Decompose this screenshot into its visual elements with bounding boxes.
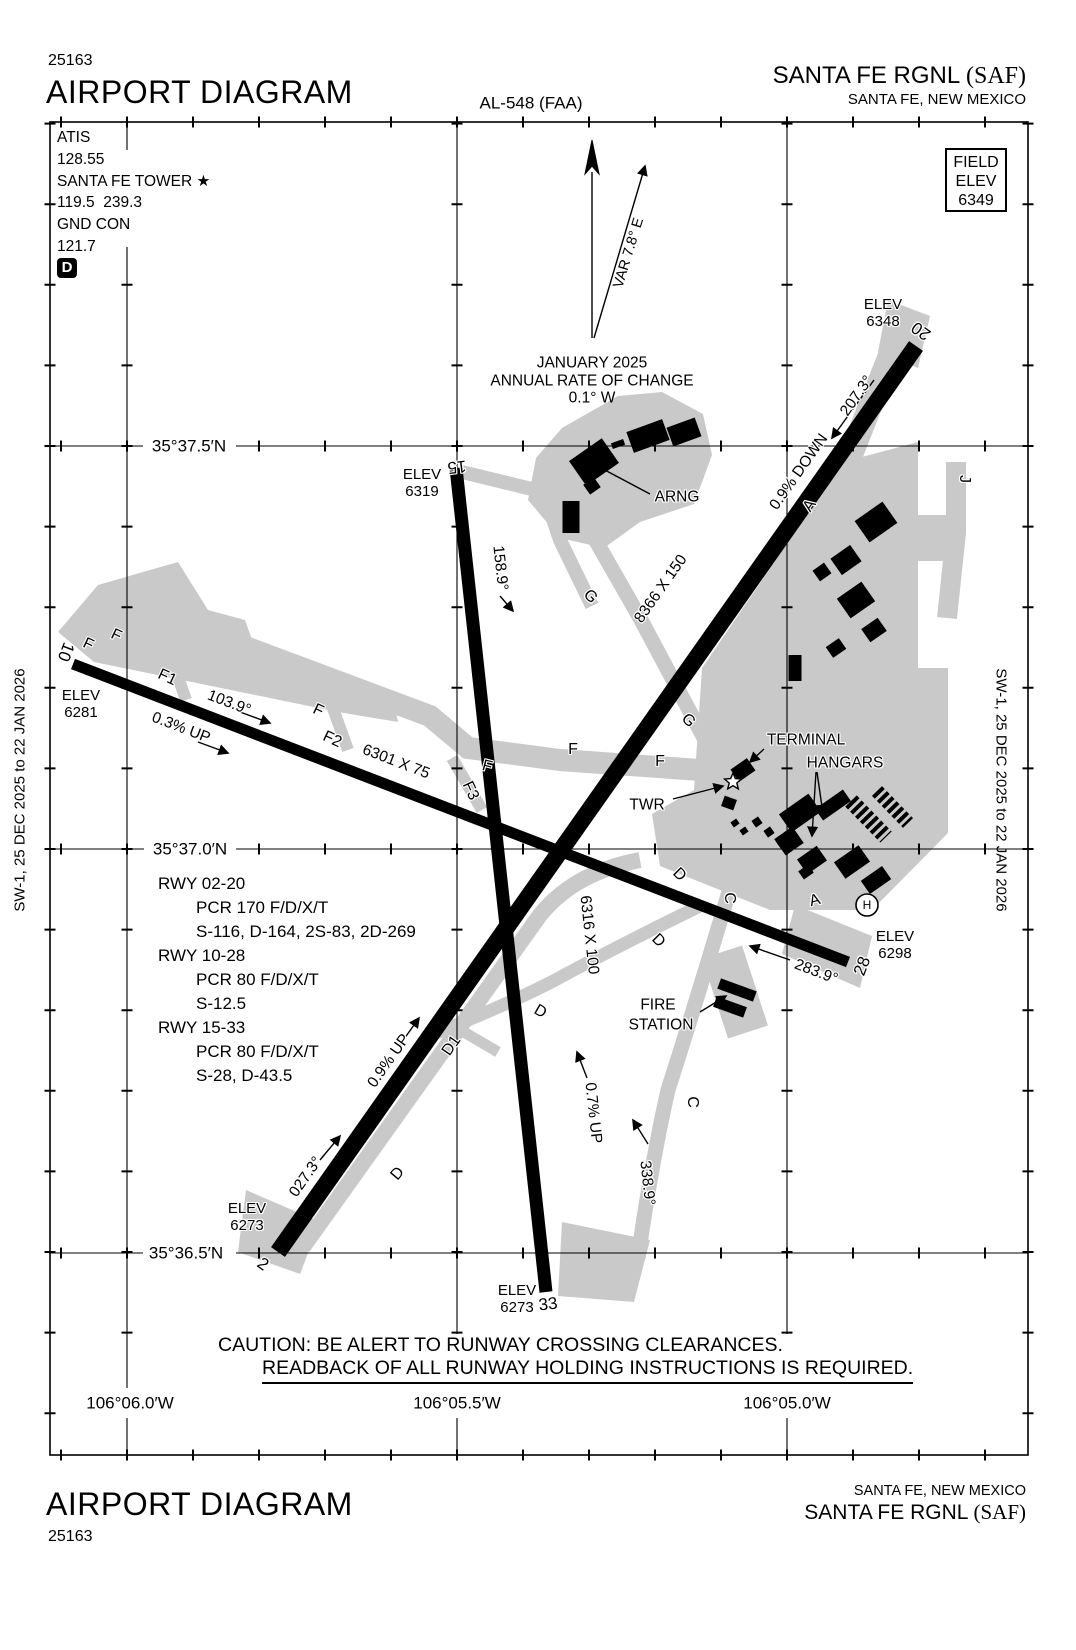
airport-id: (SAF) [965, 63, 1026, 89]
airport-name: SANTA FE RGNL [772, 62, 966, 89]
rwy-1533-codes: S-28, D-43.5 [196, 1066, 293, 1085]
field-elev-box: FIELD ELEV 6349 [945, 148, 1007, 212]
longitude-label: 106°05.0′W [738, 1393, 836, 1413]
elev-value: 6348 [866, 313, 900, 330]
ground-label: GND CON [57, 216, 131, 234]
helipad-label: H [862, 898, 872, 912]
rwy-1028-pcr: PCR 80 F/D/X/T [196, 970, 319, 989]
latitude-label: 35°36.5′N [143, 1243, 229, 1263]
elev-value: 6273 [230, 1217, 264, 1234]
elev-label: ELEV [863, 296, 903, 313]
footer-title: AIRPORT DIAGRAM [46, 1486, 353, 1522]
annotation-arrows [197, 379, 875, 1161]
field-elev-value: 6349 [958, 192, 994, 209]
mag-note-line3: 0.1° W [568, 389, 616, 407]
rwy-0220-codes: S-116, D-164, 2S-83, 2D-269 [196, 922, 416, 941]
longitude-label: 106°06.0′W [81, 1393, 179, 1413]
rwy-1028-title: RWY 10-28 [158, 946, 246, 965]
clearance-delivery-icon: D [57, 258, 77, 278]
footer-city: SANTA FE, NEW MEXICO [853, 1483, 1026, 1499]
taxiway-label-c: C [721, 892, 738, 904]
comm-box: ATIS 128.55 SANTA FE TOWER ★ 119.5 239.3… [57, 127, 210, 258]
runway-number-33: 33 [537, 1293, 559, 1315]
procedure-number: AL-548 (FAA) [479, 93, 583, 113]
runways [71, 341, 923, 1293]
latitude-label: 35°37.0′N [147, 839, 233, 859]
elev-label: ELEV [227, 1200, 267, 1217]
footer-airport-id: (SAF) [973, 1500, 1026, 1524]
elev-value: 6319 [405, 483, 439, 500]
airport-city: SANTA FE, NEW MEXICO [847, 91, 1026, 108]
rwy-1533-title: RWY 15-33 [158, 1018, 246, 1037]
tower-freqs: 119.5 239.3 [57, 194, 143, 212]
runway-data-block: RWY 02-20 PCR 170 F/D/X/T S-116, D-164, … [158, 872, 416, 1088]
elev-label: ELEV [497, 1282, 537, 1299]
footer-airport-name: SANTA FE RGNL [804, 1501, 974, 1524]
tower-star-icon [722, 771, 744, 791]
tower-callout: TWR [629, 796, 665, 814]
chart-number-bottom: 25163 [48, 1528, 93, 1545]
heading-rwy33: 338.9° [636, 1159, 659, 1207]
runway-15-33 [449, 467, 553, 1293]
mag-note-line1: JANUARY 2025 [536, 354, 648, 372]
elev-label: ELEV [875, 928, 915, 945]
field-elev-line2: ELEV [955, 173, 997, 190]
ground-freq: 121.7 [57, 237, 96, 255]
elev-value: 6281 [64, 704, 98, 721]
taxiway-label-f: F [568, 741, 578, 758]
variation-arrow [593, 164, 648, 339]
runway-10-28 [71, 658, 850, 968]
caution-line2: READBACK OF ALL RUNWAY HOLDING INSTRUCTI… [262, 1357, 914, 1384]
buildings [562, 417, 898, 1018]
longitude-label: 106°05.5′W [408, 1393, 506, 1413]
striped-hangars [845, 786, 914, 843]
taxiway-label-c: C [684, 1096, 701, 1108]
mag-note-line2: ANNUAL RATE OF CHANGE [490, 372, 694, 390]
graticule-lines [44, 116, 1034, 1461]
atis-freq: 128.55 [57, 150, 105, 168]
effective-dates-right: SW-1, 25 DEC 2025 to 22 JAN 2026 [992, 668, 1010, 912]
page-title: AIRPORT DIAGRAM [46, 74, 353, 110]
fire-station-label-line1: FIRE [640, 996, 676, 1014]
rwy-0220-pcr: PCR 170 F/D/X/T [196, 898, 329, 917]
field-elev-line1: FIELD [953, 154, 999, 171]
taxiway-label-f: F [655, 753, 665, 770]
helipad-circle [855, 893, 879, 917]
effective-dates-left: SW-1, 25 DEC 2025 to 22 JAN 2026 [11, 668, 29, 912]
atis-label: ATIS [57, 129, 91, 146]
elev-value: 6298 [878, 945, 912, 962]
tower-label: SANTA FE TOWER ★ [57, 172, 211, 190]
north-arrow [584, 139, 648, 339]
runway-number-15: 15 [446, 456, 468, 478]
latitude-label: 35°37.5′N [146, 436, 232, 456]
rwy-0220-title: RWY 02-20 [158, 874, 246, 893]
rwy-1028-codes: S-12.5 [196, 994, 247, 1013]
footer-airport-title: SANTA FE RGNL (SAF) [804, 1500, 1026, 1525]
chart-number-top: 25163 [48, 52, 93, 69]
terminal-label: TERMINAL [766, 731, 846, 749]
fire-station-label-line2: STATION [628, 1016, 694, 1034]
runway-02-20 [271, 341, 923, 1257]
elev-value: 6273 [500, 1299, 534, 1316]
elev-label: ELEV [402, 466, 442, 483]
elev-label: ELEV [61, 687, 101, 704]
caution-line1: CAUTION: BE ALERT TO RUNWAY CROSSING CLE… [218, 1334, 783, 1356]
taxiway-label-j: J [956, 475, 973, 483]
airport-title: SANTA FE RGNL (SAF) [773, 62, 1026, 90]
hangars-label: HANGARS [806, 754, 884, 772]
rwy-1533-pcr: PCR 80 F/D/X/T [196, 1042, 319, 1061]
arng-label: ARNG [654, 488, 700, 506]
heading-rwy15: 158.9° [489, 544, 512, 592]
